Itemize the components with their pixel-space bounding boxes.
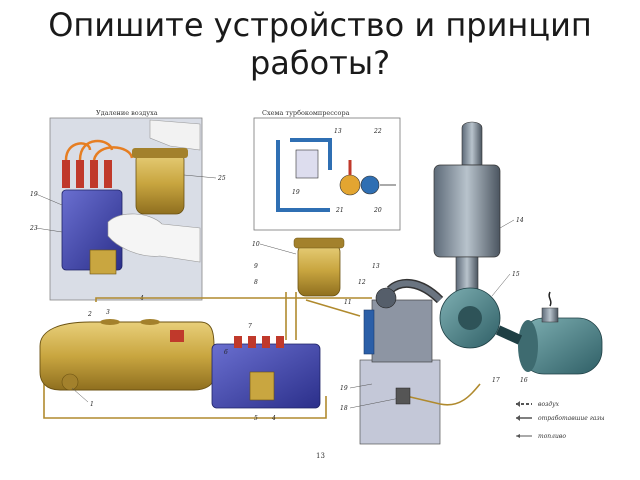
callout-11: 11 [344,299,352,306]
slide-title: Опишите устройство и принцип работы? [0,6,640,82]
injection-pump: 7 6 5 4 [211,323,321,422]
callout-10: 10 [252,241,260,248]
inset-r-callout-22: 22 [373,128,382,135]
title-line-1: Опишите устройство и принцип [48,6,592,44]
callout-12: 12 [358,279,366,286]
page-number: 13 [316,452,325,460]
callout-5: 5 [254,415,258,422]
legend-item-fuel: топливо [516,433,566,440]
legend-item-air: воздух [516,401,560,408]
callout-15: 15 [512,271,520,278]
callout-16: 16 [520,377,528,384]
inset-left-caption: Удаление воздуха [96,109,158,117]
legend-item-exhaust: отработавшие газы [516,415,605,422]
title-line-2: работы? [249,44,391,82]
legend-label-exhaust: отработавшие газы [538,415,605,422]
inset-injectors [62,139,134,188]
fuel-lines [43,292,372,419]
callout-19: 19 [340,385,348,392]
callout-9: 9 [254,263,258,270]
exhaust-muffler: 16 [495,291,603,384]
fuel-tank: 2 3 1 [39,309,215,408]
callout-4: 4 [271,415,276,422]
injector-line: 17 [395,377,500,406]
legend-label-fuel: топливо [538,433,566,440]
fuel-filter: 10 9 8 [252,237,345,297]
diagram-legend: воздух отработавшие газы топливо [516,401,605,440]
callout-3: 3 [106,309,110,316]
inset-r-callout-21: 21 [335,207,344,214]
inset-callout-25: 25 [217,175,226,182]
callout-2: 2 [87,311,92,318]
inset-right-caption: Схема турбокомпрессора [262,109,350,117]
inset-fuel-filter [132,148,188,215]
inset-air-removal: Удаление воздуха 19 23 25 4 [29,109,226,302]
callout-1: 1 [90,401,94,408]
inset-callout-23: 23 [29,225,38,232]
callout-14: 14 [516,217,524,224]
callout-6: 6 [224,349,228,356]
inset-r-callout-19: 19 [292,189,300,196]
inset-r-callout-13: 13 [334,128,342,135]
inset-turbo-scheme: Схема турбокомпрессора 13 22 19 21 20 [253,109,401,231]
inset-r-callout-20: 20 [373,207,382,214]
callout-17: 17 [492,377,500,384]
turbocharger: 15 [386,271,520,349]
legend-label-air: воздух [538,401,560,408]
callout-18: 18 [340,405,348,412]
callout-13: 13 [372,263,380,270]
callout-7: 7 [248,323,252,330]
inset-callout-24: 19 [30,191,38,198]
callout-8: 8 [254,279,258,286]
air-intake-assembly: 14 [433,121,524,298]
